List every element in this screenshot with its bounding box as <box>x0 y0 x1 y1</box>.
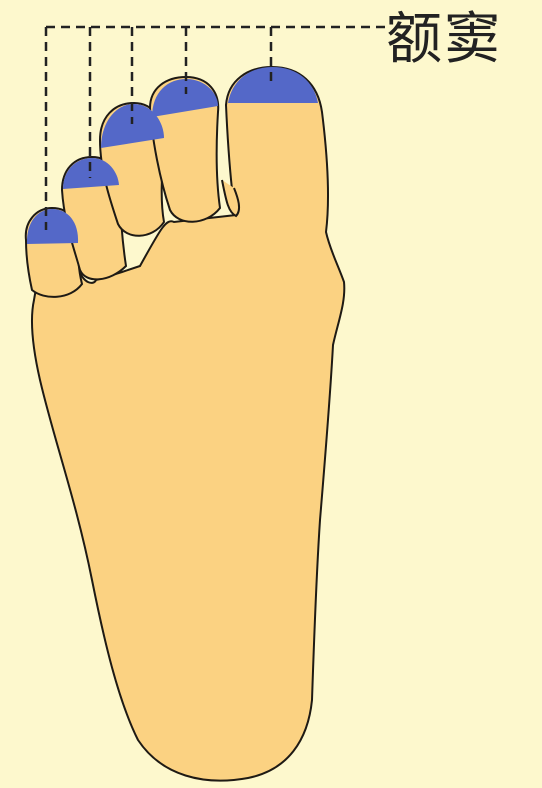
frontal-sinus-label: 额窦 <box>386 4 502 76</box>
reflex-zone-big-toe <box>228 67 318 103</box>
